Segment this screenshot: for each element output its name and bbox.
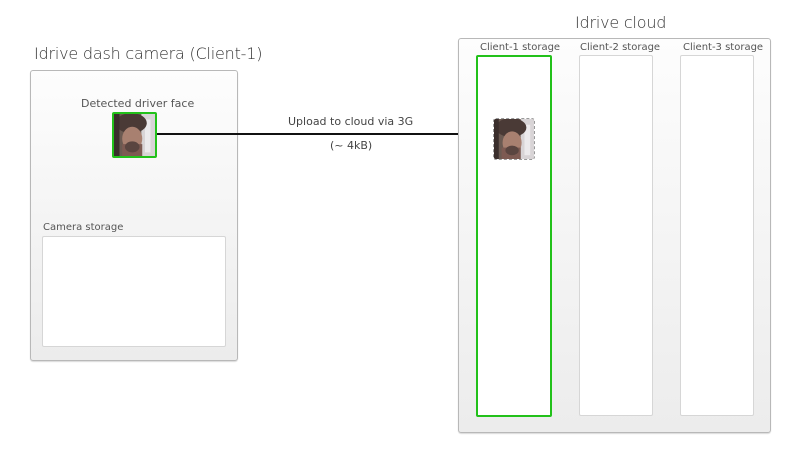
detected-face-label: Detected driver face (81, 97, 195, 110)
camera-storage-box (42, 236, 226, 347)
client-3-storage (680, 55, 754, 416)
cloud-panel: Client-1 storage Client-2 storage Client… (458, 38, 771, 433)
upload-label: Upload to cloud via 3G (288, 115, 414, 128)
upload-size: (~ 4kB) (330, 139, 373, 152)
client-1-storage (476, 55, 552, 417)
upload-arrow (157, 133, 467, 135)
uploaded-face-image (493, 118, 535, 160)
camera-title: Idrive dash camera (Client-1) (34, 44, 263, 63)
client-2-storage (579, 55, 653, 416)
client-1-storage-label: Client-1 storage (480, 42, 561, 53)
driver-face-image (112, 112, 157, 158)
camera-panel: Detected driver face Camera storage (30, 70, 238, 361)
client-3-storage-label: Client-3 storage (683, 42, 764, 53)
cloud-title: Idrive cloud (575, 13, 667, 32)
camera-storage-label: Camera storage (43, 222, 124, 233)
client-2-storage-label: Client-2 storage (580, 42, 661, 53)
